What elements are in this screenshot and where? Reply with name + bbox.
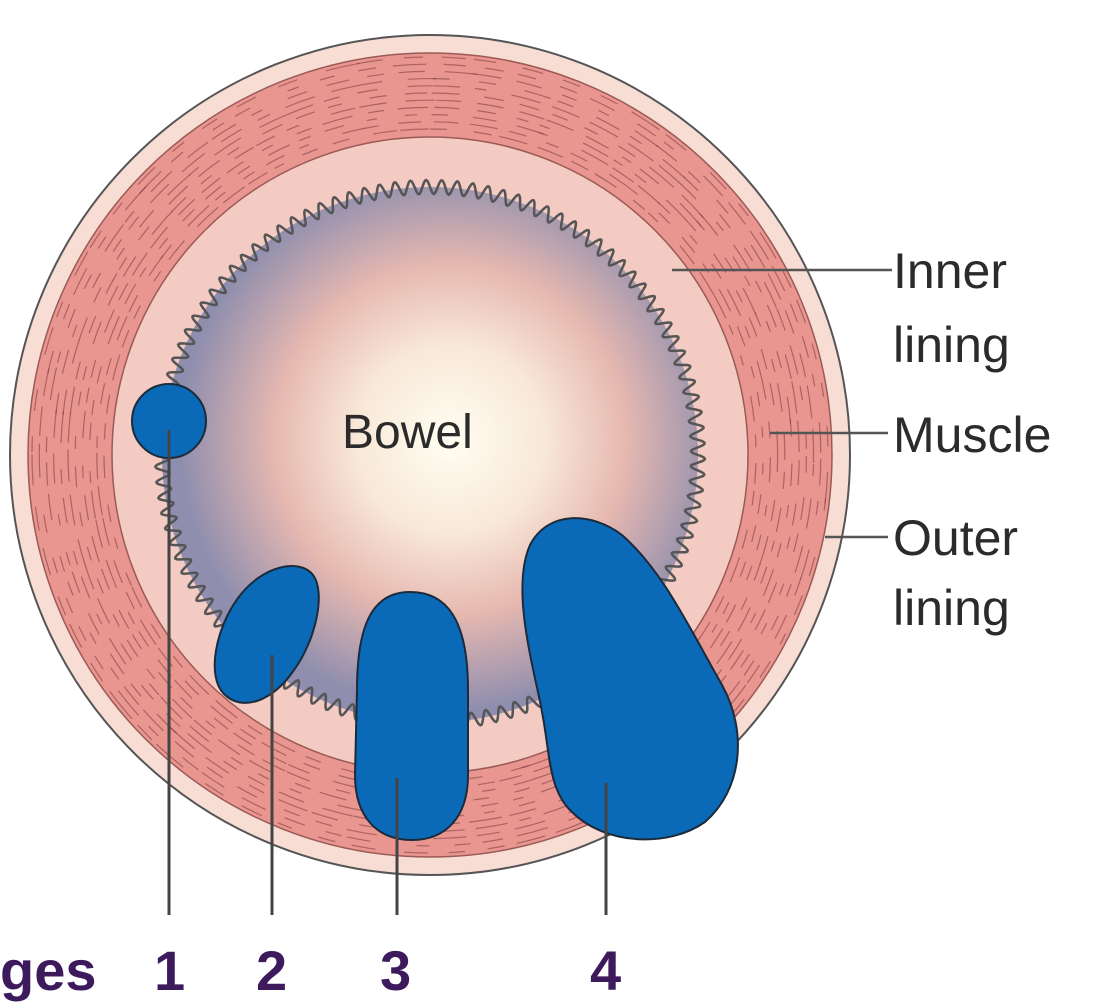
stage-1-label: 1 — [154, 939, 185, 1002]
muscle-fiber — [61, 469, 62, 484]
stage-4-label: 4 — [590, 939, 621, 1002]
outer-lining-label-line-1: Outer — [893, 510, 1018, 566]
muscle-fiber — [432, 115, 448, 116]
inner-lining-label-line-2: lining — [893, 317, 1010, 373]
stage-3-label: 3 — [380, 939, 411, 1002]
muscle-label: Muscle — [893, 407, 1051, 463]
bowel-label: Bowel — [342, 406, 473, 459]
inner-lining-label-line-1: Inner — [893, 243, 1007, 299]
muscle-fiber — [813, 464, 814, 476]
muscle-fiber — [39, 444, 40, 478]
inner-lining-label: Inner lining — [893, 243, 1021, 373]
outer-lining-label: Outer lining — [893, 510, 1032, 636]
stages-word-label: ges — [0, 939, 97, 1002]
muscle-fiber — [806, 432, 807, 449]
muscle-fiber — [90, 471, 91, 483]
muscle-fiber — [433, 79, 450, 80]
outer-lining-label-line-2: lining — [893, 580, 1010, 636]
muscle-fiber — [763, 463, 764, 474]
muscle-label-line-1: Muscle — [893, 407, 1051, 463]
muscle-fiber — [755, 435, 756, 448]
stage-2-label: 2 — [256, 939, 287, 1002]
tumor-stage-3 — [355, 592, 468, 840]
muscle-fiber — [405, 115, 417, 116]
stage-labels: ges 1 2 3 4 — [0, 939, 621, 1002]
muscle-fiber — [762, 427, 763, 438]
muscle-fiber — [83, 466, 84, 478]
muscle-fiber — [408, 86, 433, 87]
